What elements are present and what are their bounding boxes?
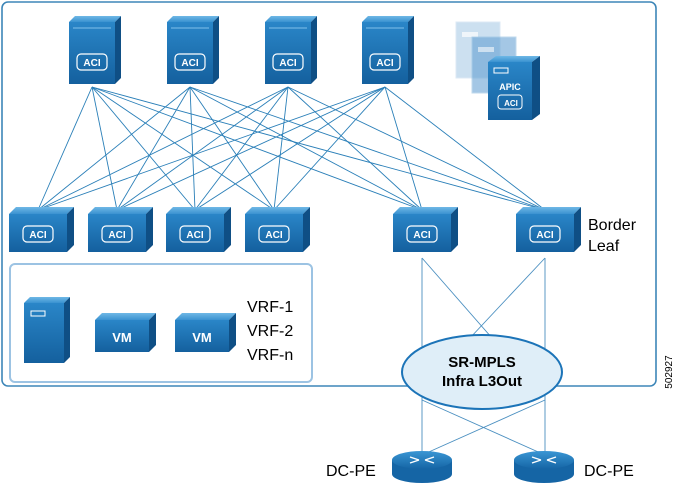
router-arrows-icon: [531, 456, 557, 464]
spine-switch: ACI: [69, 16, 121, 84]
fabric-link: [189, 86, 546, 211]
fabric-link: [91, 86, 118, 211]
fabric-link: [287, 86, 423, 211]
fabric-link: [273, 86, 386, 211]
leaf-switch: ACI: [245, 207, 310, 252]
vm-icon: VM: [175, 313, 236, 352]
apic-aci-label: ACI: [504, 99, 518, 108]
aci-label: ACI: [536, 230, 553, 241]
vrf-label: VRF-2: [247, 323, 293, 340]
cloud-label-line2: Infra L3Out: [442, 373, 522, 390]
fabric-link: [384, 86, 546, 211]
fabric-link: [189, 86, 423, 211]
aci-label: ACI: [29, 230, 46, 241]
border-leaf-label-line2: Leaf: [588, 238, 620, 255]
sr-mpls-cloud: SR-MPLS Infra L3Out: [401, 334, 563, 410]
border-leaf-switch: ACI: [393, 207, 458, 252]
vm-label: VM: [192, 330, 212, 345]
fabric-link: [37, 86, 191, 211]
pe-router: [514, 451, 574, 483]
border-leaf-label-line1: Border: [588, 217, 637, 234]
leaf-switch: ACI: [88, 207, 153, 252]
aci-label: ACI: [108, 230, 125, 241]
spine-switch: ACI: [265, 16, 317, 84]
fabric-link: [91, 86, 196, 211]
server-icon: [24, 297, 70, 363]
pe-router-label: DC-PE: [326, 463, 376, 480]
vm-label: VM: [112, 330, 132, 345]
aci-label: ACI: [279, 58, 296, 69]
apic-server: APIC ACI: [488, 56, 540, 120]
fabric-link: [189, 86, 196, 211]
fabric-link: [37, 86, 289, 211]
fabric-link: [116, 86, 386, 211]
endpoint-group-box: [9, 263, 313, 383]
fabric-link: [194, 86, 289, 211]
fabric-link: [91, 86, 546, 211]
apic-label: APIC: [499, 82, 521, 92]
fabric-link: [189, 86, 275, 211]
fabric-link: [116, 86, 289, 211]
pe-router: [392, 451, 452, 483]
vrf-label: VRF-n: [247, 347, 293, 364]
fabric-link: [287, 86, 546, 211]
fabric-link: [37, 86, 386, 211]
router-arrows-icon: [409, 456, 435, 464]
aci-label: ACI: [413, 230, 430, 241]
apic-cluster: APIC ACI: [455, 21, 540, 120]
spine-switch: ACI: [167, 16, 219, 84]
aci-label: ACI: [181, 58, 198, 69]
aci-label: ACI: [265, 230, 282, 241]
cloud-label-line1: SR-MPLS: [448, 354, 516, 371]
fabric-link: [91, 86, 423, 211]
leaf-switch: ACI: [166, 207, 231, 252]
aci-label: ACI: [186, 230, 203, 241]
border-leaf-switch: ACI: [516, 207, 581, 252]
spine-switch: ACI: [362, 16, 414, 84]
fabric-link: [194, 86, 386, 211]
pe-router-label: DC-PE: [584, 463, 634, 480]
fabric-link: [91, 86, 275, 211]
fabric-link: [37, 86, 93, 211]
fabric-frame: [1, 1, 657, 387]
vm-icon: VM: [95, 313, 156, 352]
leaf-switches: ACI ACI ACI ACI ACI ACI: [9, 207, 581, 252]
figure-id: 502927: [664, 355, 675, 389]
leaf-switch: ACI: [9, 207, 74, 252]
aci-label: ACI: [83, 58, 100, 69]
spine-leaf-links: [37, 86, 546, 211]
fabric-link: [116, 86, 191, 211]
fabric-link: [273, 86, 289, 211]
vrf-label: VRF-1: [247, 299, 293, 316]
aci-label: ACI: [376, 58, 393, 69]
fabric-link: [384, 86, 423, 211]
spine-switches: ACI ACI ACI ACI: [69, 16, 414, 84]
